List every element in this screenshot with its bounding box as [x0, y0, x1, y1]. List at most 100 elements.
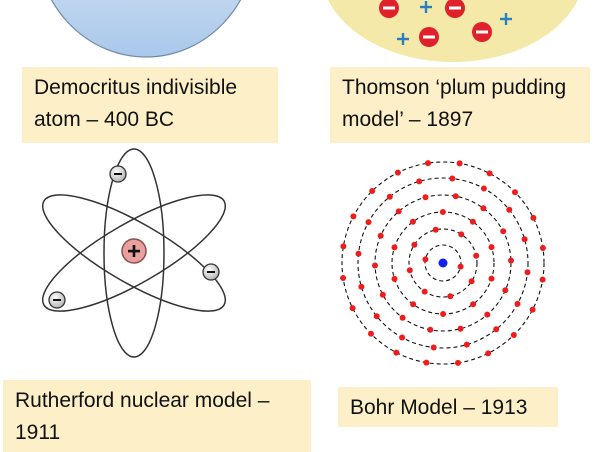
bohr-electron — [456, 160, 463, 167]
bohr-electron — [480, 205, 487, 212]
bohr-electron — [340, 275, 347, 281]
bohr-electron — [406, 267, 413, 274]
bohr-electron — [399, 314, 406, 321]
bohr-electron — [393, 349, 400, 356]
bohr-orbit-2 — [408, 228, 478, 298]
bohr-electron — [480, 185, 487, 192]
bohr-electron — [458, 231, 465, 238]
bohr-electron — [427, 326, 434, 333]
thomson-proton-2 — [500, 13, 512, 25]
bohr-electron — [521, 236, 528, 243]
thomson-electron-3 — [419, 27, 439, 47]
bohr-electron — [391, 275, 398, 282]
bohr-electron — [422, 256, 429, 263]
bohr-electron — [355, 250, 362, 257]
rutherford-orbit-vertical — [103, 148, 165, 358]
bohr-electron — [432, 226, 439, 233]
bohr-electron — [447, 293, 454, 300]
bohr-electron — [473, 252, 480, 259]
bohr-nucleus — [438, 258, 448, 268]
bohr-electron — [350, 213, 357, 220]
bohr-electron — [463, 341, 470, 348]
bohr-electron — [529, 306, 536, 313]
bohr-orbit-5 — [357, 177, 529, 349]
rutherford-electron-3 — [48, 291, 66, 309]
bohr-electron — [539, 245, 546, 251]
rutherford-electron-1 — [109, 165, 127, 183]
bohr-electron — [421, 288, 428, 295]
bohr-electron — [484, 311, 491, 318]
bohr-electron — [539, 276, 546, 283]
bohr-electron — [423, 359, 430, 366]
bohr-electron — [430, 344, 437, 351]
bohr-electron — [410, 301, 417, 308]
bohr-electron — [373, 313, 380, 320]
rutherford-atom — [41, 148, 227, 358]
bohr-electron — [411, 241, 418, 248]
bohr-electron — [440, 311, 447, 317]
bohr-electron — [512, 189, 518, 196]
bohr-electron — [340, 243, 347, 250]
democritus-label: Democritus indivisible atom – 400 BC — [22, 67, 278, 143]
bohr-electron — [524, 269, 531, 276]
bohr-electron — [530, 214, 537, 221]
bohr-electron — [502, 287, 509, 294]
rutherford-electron-2 — [202, 263, 220, 281]
rutherford-label: Rutherford nuclear model – 1911 — [3, 380, 311, 452]
thomson-proton-1 — [420, 1, 432, 13]
bohr-electron — [488, 244, 495, 251]
bohr-electron — [500, 228, 507, 235]
bohr-electron — [449, 175, 456, 182]
bohr-electron — [493, 326, 500, 333]
bohr-electron — [488, 275, 495, 282]
bohr-electron — [468, 278, 475, 285]
bohr-electron — [455, 359, 461, 366]
thomson-protons — [397, 1, 512, 45]
bohr-electron — [457, 325, 464, 332]
bohr-electron — [377, 232, 384, 239]
bohr-electron — [391, 244, 398, 251]
thomson-electron-2 — [445, 0, 465, 18]
bohr-label: Bohr Model – 1913 — [338, 387, 558, 427]
rutherford-orbit-2 — [41, 194, 227, 312]
bohr-electron — [365, 219, 372, 226]
bohr-electron — [457, 263, 464, 270]
bohr-electron — [485, 350, 492, 357]
bohr-electron — [514, 300, 521, 307]
bohr-electron — [486, 170, 493, 177]
bohr-electron — [349, 305, 356, 312]
bohr-electron — [358, 283, 365, 290]
thomson-electron-4 — [472, 22, 492, 42]
thomson-electron-1 — [379, 0, 399, 18]
thomson-plum-pudding — [328, 0, 578, 62]
thomson-proton-3 — [397, 33, 409, 45]
bohr-electron — [386, 193, 393, 200]
rutherford-orbit-1 — [41, 194, 227, 312]
bohr-electron — [470, 301, 477, 308]
thomson-label: Thomson ‘plum pudding model’ – 1897 — [330, 67, 590, 143]
bohr-electron — [395, 208, 402, 215]
bohr-electron — [508, 257, 514, 264]
bohr-electron — [422, 194, 429, 201]
bohr-orbit-1 — [424, 244, 462, 282]
democritus-atom — [50, 0, 242, 58]
bohr-electron — [394, 169, 401, 176]
bohr-electron — [452, 193, 459, 200]
bohr-atom — [340, 160, 546, 366]
bohr-electron — [409, 218, 416, 225]
bohr-electron — [510, 332, 517, 338]
bohr-electron — [425, 160, 431, 167]
bohr-electron — [469, 218, 476, 225]
bohr-electron — [369, 188, 376, 194]
bohr-electron — [399, 334, 406, 341]
thomson-electrons — [379, 0, 492, 47]
bohr-electron — [379, 291, 386, 298]
bohr-orbit-6 — [341, 161, 545, 365]
bohr-electron — [439, 209, 446, 215]
bohr-electrons — [340, 160, 546, 366]
bohr-electron — [416, 178, 423, 185]
bohr-electron — [506, 206, 513, 213]
rutherford-nucleus — [121, 238, 147, 264]
bohr-electron — [372, 262, 378, 269]
